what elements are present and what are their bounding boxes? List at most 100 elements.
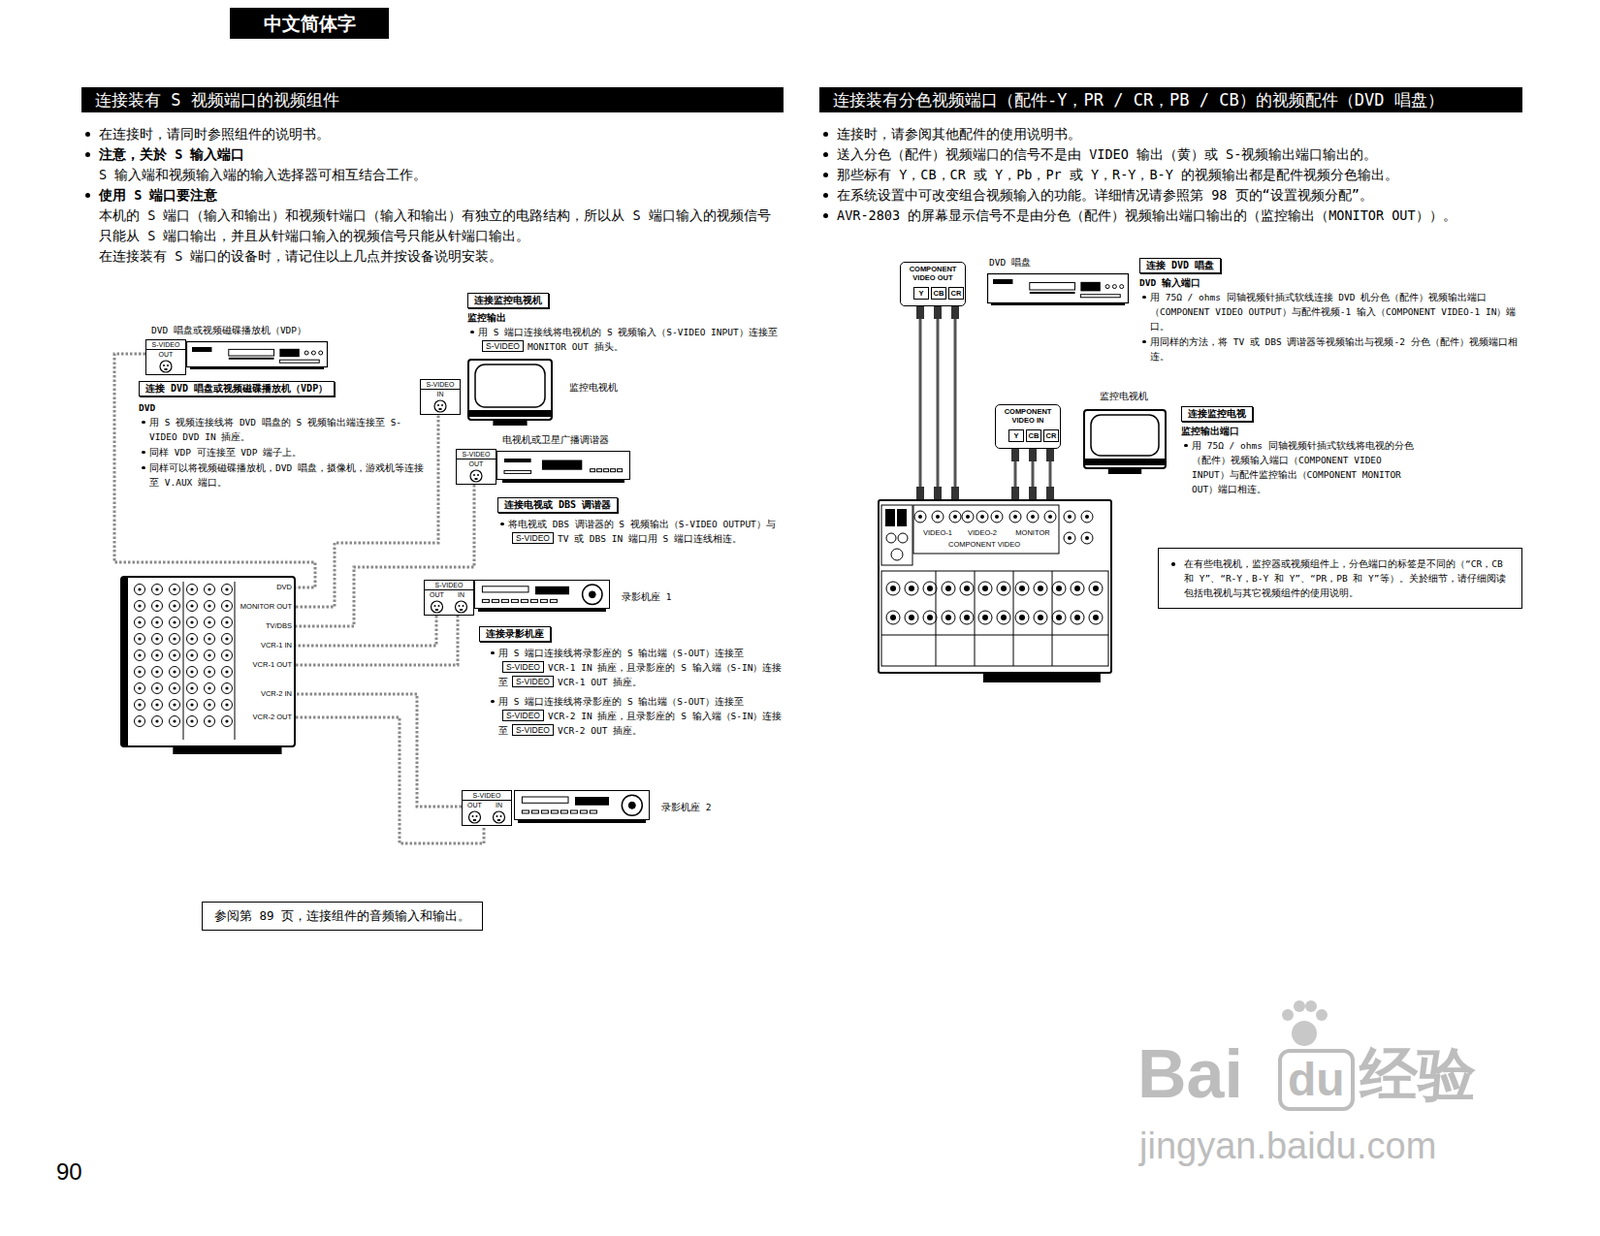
bullet-dot: [823, 131, 829, 137]
drawing-part: [224, 620, 228, 624]
body-text: DVD 输入端口: [1139, 277, 1201, 288]
drawing-part: [169, 683, 181, 695]
jack-label: OUT: [456, 459, 496, 469]
drawing-part: [886, 533, 896, 544]
note-box: 参阅第 89 页，连接组件的音频输入和输出。: [201, 901, 483, 931]
drawing-part: [996, 610, 1011, 625]
note-box: 在有些电视机，监控器或视频组件上，分色端口的标签是不同的（“CR，CB 和 Y”…: [1157, 547, 1523, 609]
jack-label: VCR-1 IN: [259, 640, 293, 651]
drawing-part: [224, 653, 228, 657]
text-block: 用 75Ω / ohms 同轴视频针插式软线将电视的分色（配件）视频输入端口（C…: [1181, 438, 1424, 497]
drawing-part: [1000, 614, 1007, 621]
drawing-part: [160, 360, 172, 373]
drawing-part: [1067, 514, 1072, 519]
jack-label: CR: [1043, 429, 1059, 443]
drawing-part: [1019, 585, 1025, 592]
text-block: 90: [56, 1158, 83, 1186]
drawing-part: [945, 585, 952, 592]
device-drawing: [877, 499, 1113, 684]
drawing-part: [1293, 1000, 1306, 1013]
body-text: VCR-1 OUT 插座。: [557, 676, 642, 688]
jack-label: OUT: [146, 350, 186, 359]
box-text: 中文简体字: [263, 12, 356, 34]
section-title-bar: 连接装有 S 视频端口的视频组件: [81, 87, 784, 113]
bullet-dot: [141, 450, 146, 455]
drawing-part: [1081, 511, 1093, 523]
box-text: 连接 DVD 唱盘: [1146, 259, 1215, 271]
drawing-part: [190, 637, 193, 640]
drawing-part: [982, 614, 989, 621]
drawing-part: [621, 795, 642, 816]
drawing-part: [549, 599, 557, 603]
box-text: 连接监控电视: [1187, 408, 1247, 419]
drawing-part: [904, 610, 919, 625]
drawing-part: [169, 617, 181, 629]
jack-label: VCR-1 OUT: [252, 660, 293, 671]
drawing-part: [1092, 585, 1099, 592]
bullet-dot: [823, 172, 829, 178]
section-title: 连接装有 S 视频端口的视频组件: [95, 90, 340, 110]
drawing-part: [1084, 410, 1166, 469]
drawing-part: [224, 637, 228, 640]
drawing-part: [228, 349, 275, 356]
drawing-part: [462, 605, 465, 608]
body-text: 用 S 端口连接线将录影座的 S 输出端（S-OUT）连接至: [498, 647, 744, 659]
bullet-dot: [1184, 444, 1188, 448]
drawing-part: [980, 514, 985, 519]
drawing-part: [1033, 581, 1048, 596]
drawing-part: [207, 703, 211, 706]
drawing-part: [222, 716, 233, 728]
drawing-part: [137, 670, 141, 673]
drawing-part: [951, 486, 960, 500]
drawing-part: [190, 587, 193, 591]
body-text: TV 或 DBS IN 端口用 S 端口连线相连。: [557, 533, 742, 544]
body-text: 本机的 S 端口（输入和输出）和视频针端口（输入和输出）有独立的电路结构，所以从…: [98, 207, 771, 244]
text-block: Bai: [1137, 1035, 1244, 1114]
drawing-part: [172, 587, 176, 591]
text-block: 本机的 S 端口（输入和输出）和视频针端口（输入和输出）有独立的电路结构，所以从…: [81, 205, 784, 247]
bullet-dot: [490, 700, 495, 704]
drawing-part: [1013, 514, 1018, 519]
drawing-part: [935, 514, 940, 519]
jack-label: IN: [420, 389, 460, 399]
drawing-part: [1074, 585, 1081, 592]
drawing-part: [949, 511, 961, 523]
drawing-part: [477, 474, 480, 477]
drawing-part: [473, 819, 477, 822]
drawing-part: [207, 670, 211, 673]
component-cable: [954, 306, 958, 500]
drawing-part: [137, 620, 141, 624]
drawing-part: [535, 586, 570, 596]
body-text: DVD: [138, 402, 156, 414]
drawing-part: [918, 514, 923, 519]
device-label: 监控电视机: [1099, 390, 1149, 403]
body-text: S 输入端和视频输入端的输入选择器可相互结合工作。: [98, 166, 427, 183]
body-text: 用 S 视频连接线将 DVD 唱盘的 S 视频输出端连接至 S-VIDEO DV…: [149, 416, 402, 443]
drawing-part: [152, 683, 163, 695]
drawing-part: [137, 686, 141, 690]
jack-panel: S-VIDEOOUTIN: [461, 790, 512, 827]
drawing-part: [204, 617, 216, 629]
drawing-part: [617, 469, 623, 473]
body-text: 用 S 端口连接线将电视机的 S 视频输入（S-VIDEO INPUT）连接至: [478, 326, 778, 338]
drawing-part: [945, 614, 952, 621]
text-block: AVR-2803 的屏幕显示信号不是由分色（配件）视频输出端口输出的（监控输出（…: [819, 205, 1523, 226]
drawing-part: [960, 581, 974, 596]
jack-label: MONITOR: [1014, 528, 1051, 539]
bullet-dot: [85, 192, 91, 198]
drawing-part: [927, 614, 933, 621]
drawing-part: [152, 584, 163, 596]
body-text: AVR-2803 的屏幕显示信号不是由分色（配件）视频输出端口输出的（监控输出（…: [836, 207, 1457, 224]
watermark: jingyan.baidu.com: [1139, 1125, 1437, 1167]
drawing-part: [1052, 610, 1066, 625]
drawing-part: [1092, 614, 1099, 621]
jack-panel: S-VIDEOIN: [419, 379, 461, 416]
jack-label: IN: [486, 800, 512, 810]
drawing-part: [517, 819, 646, 824]
drawing-part: [504, 458, 532, 463]
drawing-part: [438, 605, 441, 608]
drawing-part: [137, 703, 141, 706]
jack-label: S-VIDEO: [424, 580, 474, 591]
drawing-part: [514, 791, 650, 821]
drawing-part: [172, 604, 176, 608]
